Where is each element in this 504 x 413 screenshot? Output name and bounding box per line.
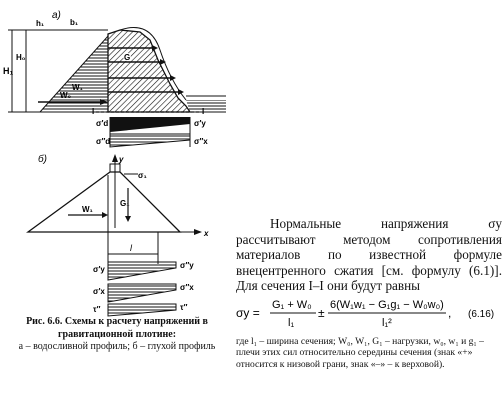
upstream-water: W₁ xyxy=(38,29,109,113)
dam-body-blind: W₁ G₁ σ₁ xyxy=(26,163,182,233)
formula-term1-den: l₁ xyxy=(288,317,294,329)
svg-text:b₁: b₁ xyxy=(70,18,79,27)
svg-text:h₁: h₁ xyxy=(36,19,45,28)
svg-text:I: I xyxy=(202,107,204,116)
svg-text:G₁: G₁ xyxy=(120,199,130,208)
panel-a-label: а) xyxy=(52,10,61,21)
svg-text:l: l xyxy=(130,243,133,253)
svg-text:y: y xyxy=(118,155,124,164)
figure-caption: Рис. 6.6. Схемы к расчету напряжений в г… xyxy=(6,316,228,354)
paragraph: Нормальные напряжения σy рассчитывают ме… xyxy=(236,216,502,294)
stress-diagram-figure: а) H₁ H₀ h₁ b₁ W₁ W₀ G G xyxy=(3,10,226,317)
svg-text:σ′y: σ′y xyxy=(93,265,105,274)
svg-text:H₁: H₁ xyxy=(3,66,13,76)
uplift-arrow-w0: W₀ xyxy=(38,91,108,105)
formula-term2-den: l₁² xyxy=(382,317,392,329)
svg-text:σ″y: σ″y xyxy=(180,261,194,270)
formula-term2-num: 6(W₁w₁ − G₁g₁ − W₀w₀) xyxy=(330,299,444,311)
svg-text:x: x xyxy=(203,229,209,238)
section-line-i-i: I I xyxy=(92,107,204,116)
svg-text:τ″: τ″ xyxy=(180,303,188,312)
panel-b-label: б) xyxy=(38,153,47,165)
svg-text:σ₁: σ₁ xyxy=(138,171,147,180)
svg-text:W₁: W₁ xyxy=(82,205,94,214)
formula-term1-num: G₁ + W₀ xyxy=(272,299,312,311)
svg-text:σ′y: σ′y xyxy=(194,119,206,128)
caption-subtitle: а – водосливной профиль; б – глухой проф… xyxy=(18,341,216,352)
axis-y: y xyxy=(112,154,124,228)
formula-lhs: σy = xyxy=(236,306,260,320)
svg-text:H₀: H₀ xyxy=(16,53,26,62)
svg-text:I: I xyxy=(92,107,94,116)
stress-epure-a: σ′d σ″d σ′y σ″x xyxy=(96,117,208,148)
svg-text:σ′d: σ′d xyxy=(96,119,108,128)
svg-text:G: G xyxy=(124,53,130,62)
svg-text:W₁: W₁ xyxy=(72,83,84,92)
formula-explanation: где l₁ – ширина сечения; W₀, W₁, G₁ – на… xyxy=(236,336,484,370)
svg-text:σ″x: σ″x xyxy=(180,283,194,292)
svg-text:σ″d: σ″d xyxy=(96,137,110,146)
equation-number: (6.16) xyxy=(468,309,494,320)
formula-pm: ± xyxy=(318,306,325,320)
downstream-water xyxy=(186,95,226,113)
svg-text:σ″x: σ″x xyxy=(194,137,208,146)
section-arrows-a xyxy=(108,45,184,95)
formula-6-16: σy = G₁ + W₀ l₁ ± 6(W₁w₁ − G₁g₁ − W₀w₀) … xyxy=(236,299,494,329)
stress-epure-b: σ′y σ′x τ″ σ″y σ″x τ″ xyxy=(93,261,194,317)
height-dimension-h0: H₀ h₁ b₁ xyxy=(16,18,79,112)
svg-text:σ′x: σ′x xyxy=(93,287,105,296)
formula-comma: , xyxy=(448,306,451,320)
svg-text:G: G xyxy=(124,53,130,62)
svg-text:τ″: τ″ xyxy=(93,305,101,314)
caption-title: Рис. 6.6. Схемы к расчету напряжений в г… xyxy=(26,316,208,340)
dam-body-spillway: G G xyxy=(107,27,192,113)
axis-x: x xyxy=(108,229,209,238)
svg-text:W₀: W₀ xyxy=(60,91,72,100)
height-dimension-h1: H₁ xyxy=(3,29,40,113)
width-dimension-l: l xyxy=(107,232,159,264)
